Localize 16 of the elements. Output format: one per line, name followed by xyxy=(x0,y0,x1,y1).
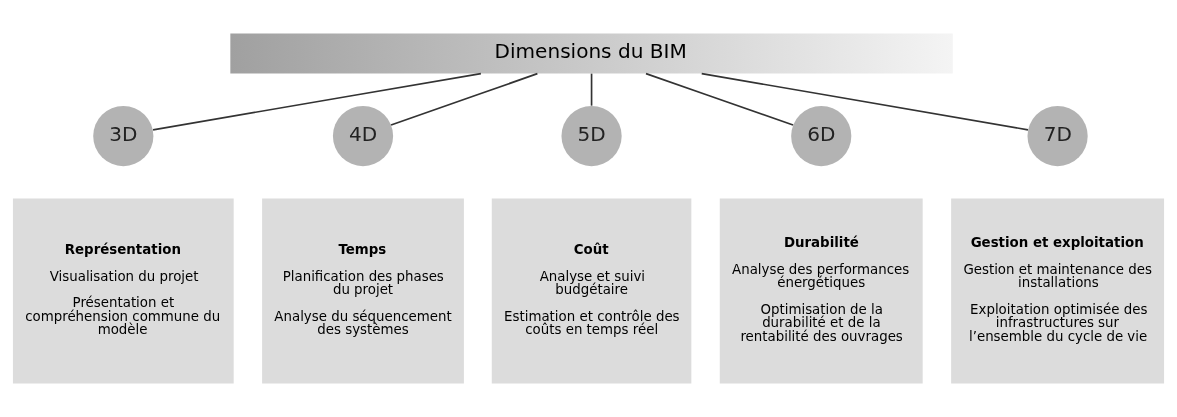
node-circle: 6D xyxy=(791,105,852,167)
node-box: Dimensions du BIM xyxy=(230,33,953,74)
node-box: Gestion et exploitation Gestion et maintenance des installations Exploitation optimisée des infrastructures sur l’ensemble du cycle de vie xyxy=(951,198,1165,384)
connector xyxy=(152,72,482,131)
node-box: Représentation Visualisation du projet Présentation et compréhension commune du modèle xyxy=(12,198,234,384)
connector xyxy=(590,72,593,107)
node-box: Coût Analyse et suivi budgétaire Estimation et contrôle des coûts en temps réel xyxy=(491,198,692,384)
node-box: Durabilité Analyse des performances énergétiques Optimisation de la durabilité et de la rentabilité des ouvrages xyxy=(719,198,923,384)
node-circle: 4D xyxy=(332,105,394,167)
node-circle: 7D xyxy=(1027,105,1088,167)
connector xyxy=(645,72,794,126)
connector xyxy=(390,72,539,126)
connector xyxy=(700,72,1029,131)
node-circle: 5D xyxy=(561,105,622,167)
node-box: Temps Planification des phases du projet Analyse du séquencement des systèmes xyxy=(262,198,464,384)
node-circle: 3D xyxy=(93,105,154,167)
